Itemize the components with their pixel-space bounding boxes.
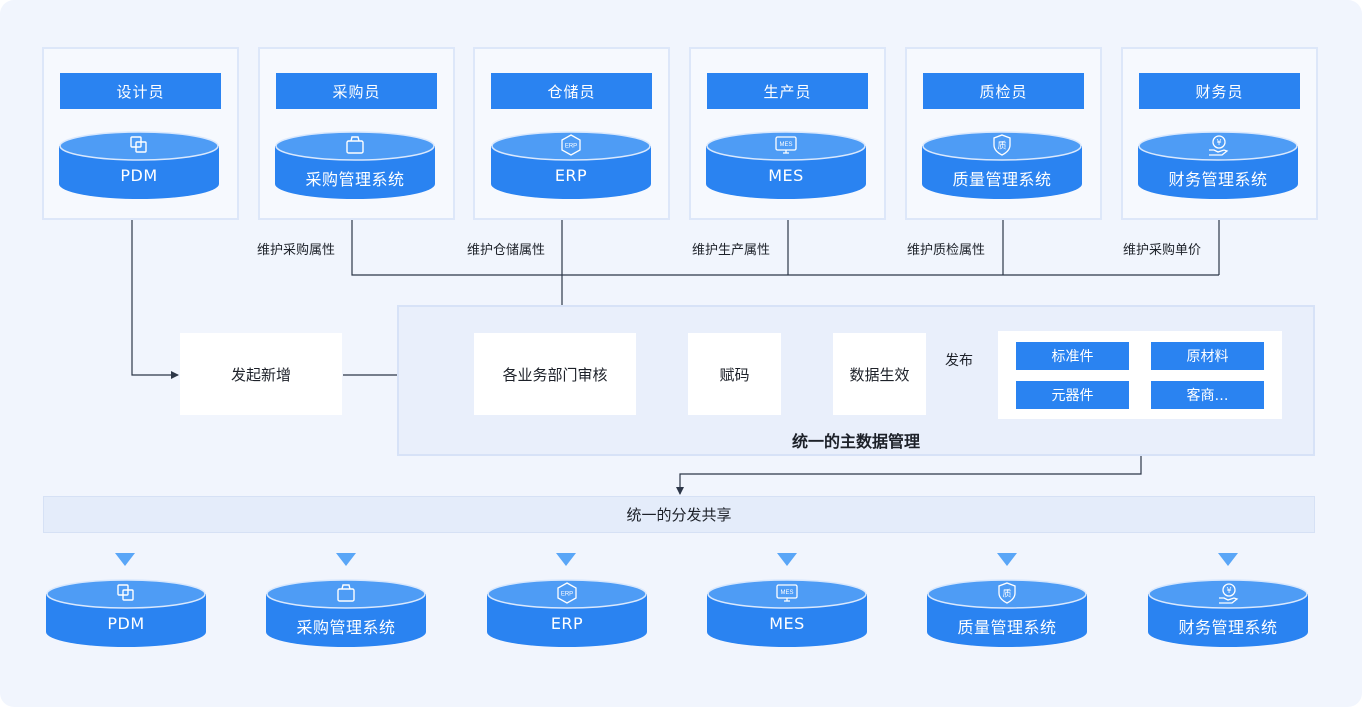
target-db-pdm: PDM (46, 579, 206, 647)
output-chip: 标准件 (1016, 342, 1129, 370)
output-panel: 标准件 原材料 元器件 客商… (998, 331, 1282, 419)
down-triangle-icon (336, 553, 356, 566)
role-title: 采购员 (276, 73, 437, 109)
mes-icon-text: MES (780, 590, 793, 596)
erp-badge-icon: ERP (561, 134, 581, 156)
system-db-erp: ERP ERP (491, 131, 651, 199)
mes-icon-text: MES (779, 142, 792, 148)
down-triangle-icon (777, 553, 797, 566)
mdm-title: 统一的主数据管理 (791, 432, 920, 451)
effective-node: 数据生效 (833, 333, 926, 415)
share-bar: 统一的分发共享 (43, 496, 1315, 533)
coding-node: 赋码 (688, 333, 781, 415)
copy-icon (117, 584, 134, 601)
mes-monitor-icon: MES (775, 136, 797, 154)
maintenance-bus-line (351, 220, 1219, 276)
pdm-to-start-line (131, 220, 179, 379)
role-title: 仓储员 (491, 73, 652, 109)
system-db-purchase: 采购管理系统 (275, 131, 435, 199)
system-label: PDM (107, 614, 145, 633)
target-db-quality: 质 质量管理系统 (927, 579, 1087, 647)
erp-badge-icon: ERP (557, 582, 577, 604)
system-db-mes: MES MES (706, 131, 866, 199)
down-triangle-icon (997, 553, 1017, 566)
system-label: PDM (120, 166, 158, 185)
system-label: 质量管理系统 (952, 170, 1052, 189)
system-label: ERP (550, 614, 584, 633)
role-title: 财务员 (1139, 73, 1300, 109)
system-label: 财务管理系统 (1178, 618, 1278, 637)
target-db-purchase: 采购管理系统 (266, 579, 426, 647)
role-title: 质检员 (923, 73, 1084, 109)
output-chip: 原材料 (1151, 342, 1264, 370)
mes-monitor-icon: MES (776, 584, 798, 602)
role-title: 设计员 (60, 73, 221, 109)
system-label: MES (769, 614, 805, 633)
role-title: 生产员 (707, 73, 868, 109)
yen-icon-text: ¥ (1216, 138, 1221, 147)
maint-label-price: 维护采购单价 (1123, 243, 1202, 258)
system-label: 采购管理系统 (296, 618, 396, 637)
maint-label-warehouse: 维护仓储属性 (467, 243, 546, 258)
system-db-quality: 质 质量管理系统 (922, 131, 1082, 199)
yen-hand-icon: ¥ (1219, 583, 1239, 604)
maint-label-purchase: 维护采购属性 (257, 243, 336, 258)
yen-hand-icon: ¥ (1209, 135, 1229, 156)
yen-icon-text: ¥ (1226, 586, 1231, 595)
down-triangle-icon (115, 553, 135, 566)
system-label: 采购管理系统 (305, 170, 405, 189)
system-db-pdm: PDM (59, 131, 219, 199)
basket-icon (337, 584, 355, 602)
publish-label: 发布 (945, 353, 973, 369)
start-node: 发起新增 (180, 333, 342, 415)
system-label: MES (768, 166, 804, 185)
output-chip: 客商… (1151, 381, 1264, 409)
quality-icon-text: 质 (1002, 588, 1011, 600)
basket-icon (346, 136, 364, 154)
maint-label-production: 维护生产属性 (692, 243, 771, 258)
down-triangle-icon (556, 553, 576, 566)
output-chip: 元器件 (1016, 381, 1129, 409)
system-label: 质量管理系统 (957, 618, 1057, 637)
system-db-finance: ¥ 财务管理系统 (1138, 131, 1298, 199)
maint-label-quality: 维护质检属性 (907, 243, 986, 258)
down-triangle-icon (1218, 553, 1238, 566)
target-db-erp: ERP ERP (487, 579, 647, 647)
target-db-mes: MES MES (707, 579, 867, 647)
system-label: ERP (554, 166, 588, 185)
review-node: 各业务部门审核 (474, 333, 636, 415)
target-db-finance: ¥ 财务管理系统 (1148, 579, 1308, 647)
system-label: 财务管理系统 (1168, 170, 1268, 189)
quality-shield-icon: 质 (993, 134, 1011, 156)
erp-icon-text: ERP (565, 144, 577, 150)
erp-icon-text: ERP (561, 592, 573, 598)
quality-shield-icon: 质 (998, 582, 1016, 604)
quality-icon-text: 质 (997, 140, 1006, 152)
copy-icon (130, 136, 147, 153)
